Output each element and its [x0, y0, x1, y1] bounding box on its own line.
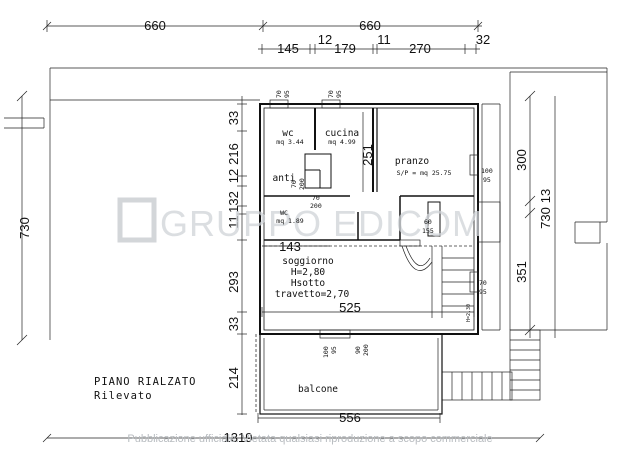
window-cucina-width: 70 [327, 90, 335, 98]
dim-132: 132 [226, 191, 241, 213]
watermark: GRUPPO EDICOM [117, 197, 483, 244]
window-wc-height: 95 [283, 90, 291, 98]
window-wc-width: 70 [275, 90, 283, 98]
window-60-width: 60 [424, 218, 432, 226]
dim-145: 145 [277, 41, 299, 56]
dim-251: 251 [360, 144, 375, 166]
door-balcony2-height: 200 [362, 344, 370, 356]
window-60-height: 155 [422, 227, 434, 235]
dim-525: 525 [339, 300, 361, 315]
dim-13: 13 [538, 189, 553, 203]
left-inner-dimensions: 33 216 12 132 11 293 33 214 [226, 96, 247, 415]
dim-left-730: 730 [17, 217, 32, 239]
plan-title-block: PIANO RIALZATO Rilevato [94, 376, 197, 402]
dim-12: 12 [318, 32, 332, 47]
dim-top-left: 660 [144, 18, 166, 33]
door-anti-width: 70 [290, 180, 298, 188]
lot-outline [4, 67, 608, 340]
right-strip [477, 103, 501, 331]
dim-right-730: 730 [538, 207, 553, 229]
dim-214: 214 [226, 367, 241, 389]
room-soggiorno-hsotto: Hsotto [291, 278, 326, 289]
room-pranzo-label: pranzo [395, 156, 430, 167]
room-soggiorno-travetto: travetto=2,70 [275, 289, 350, 300]
right-dimensions: 300 351 730 13 251 [360, 90, 556, 338]
dim-33-top: 33 [226, 111, 241, 125]
dim-11-left: 11 [226, 215, 241, 229]
window-pranzo-height: 95 [483, 176, 491, 184]
dim-270: 270 [409, 41, 431, 56]
dim-143: 143 [279, 239, 301, 254]
dim-11: 11 [377, 32, 391, 47]
second-dimension-line: 145 12 179 11 270 32 [258, 32, 490, 56]
dim-32: 32 [476, 32, 490, 47]
opening-annotations: 70 95 70 95 70 200 70 200 100 95 60 155 … [275, 90, 493, 358]
room-cucina-area: mq 4.99 [328, 138, 355, 146]
dim-1319: 1319 [224, 430, 253, 445]
watermark-text: GRUPPO EDICOM [160, 203, 483, 244]
room-wc2-area: mq 1.89 [276, 217, 303, 225]
top-dimension-line: 660 660 [42, 18, 483, 33]
dim-top-right: 660 [359, 18, 381, 33]
exterior-stairs [441, 329, 541, 401]
window-cucina-height: 95 [335, 90, 343, 98]
door-anti-height: 200 [298, 178, 306, 190]
dim-216: 216 [226, 143, 241, 165]
room-wc2-label: WC [280, 209, 288, 217]
stair-height-note: H=2,30 [466, 304, 472, 322]
dim-300: 300 [514, 149, 529, 171]
door-wc-height: 200 [310, 202, 322, 210]
dim-179: 179 [334, 41, 356, 56]
balcony [255, 333, 443, 415]
door-balcony2-width: 90 [354, 346, 362, 354]
room-wc-area: mq 3.44 [276, 138, 303, 146]
room-soggiorno-height: H=2,80 [291, 267, 326, 278]
dim-33-bottom: 33 [226, 317, 241, 331]
room-pranzo-area: S/P = mq 25.75 [397, 169, 452, 177]
left-dimension-line-730: 730 [16, 90, 32, 346]
room-labels: wc mq 3.44 cucina mq 4.99 pranzo S/P = m… [273, 128, 452, 395]
dim-293: 293 [226, 271, 241, 293]
window-pranzo-width: 100 [481, 167, 493, 175]
plan-title: PIANO RIALZATO [94, 376, 197, 388]
dim-556: 556 [339, 410, 361, 425]
room-balcone-label: balcone [298, 384, 338, 395]
door-balcony-height: 95 [330, 346, 338, 354]
plan-subtitle: Rilevato [94, 390, 153, 402]
footer-disclaimer: Pubblicazione ufficiale. Vietata qualsia… [127, 433, 492, 445]
door-balcony-width: 100 [322, 346, 330, 358]
window-right-height: 95 [479, 288, 487, 296]
room-soggiorno-label: soggiorno [282, 256, 334, 267]
room-anti-label: anti [273, 173, 296, 184]
room-wc-label: wc [282, 128, 293, 139]
room-cucina-label: cucina [325, 128, 359, 139]
window-right-width: 70 [479, 279, 487, 287]
door-wc-width: 70 [312, 194, 320, 202]
horizontal-inner-dimensions: 143 525 556 1319 [42, 239, 545, 445]
dim-351: 351 [514, 261, 529, 283]
dim-12-left: 12 [226, 169, 241, 183]
